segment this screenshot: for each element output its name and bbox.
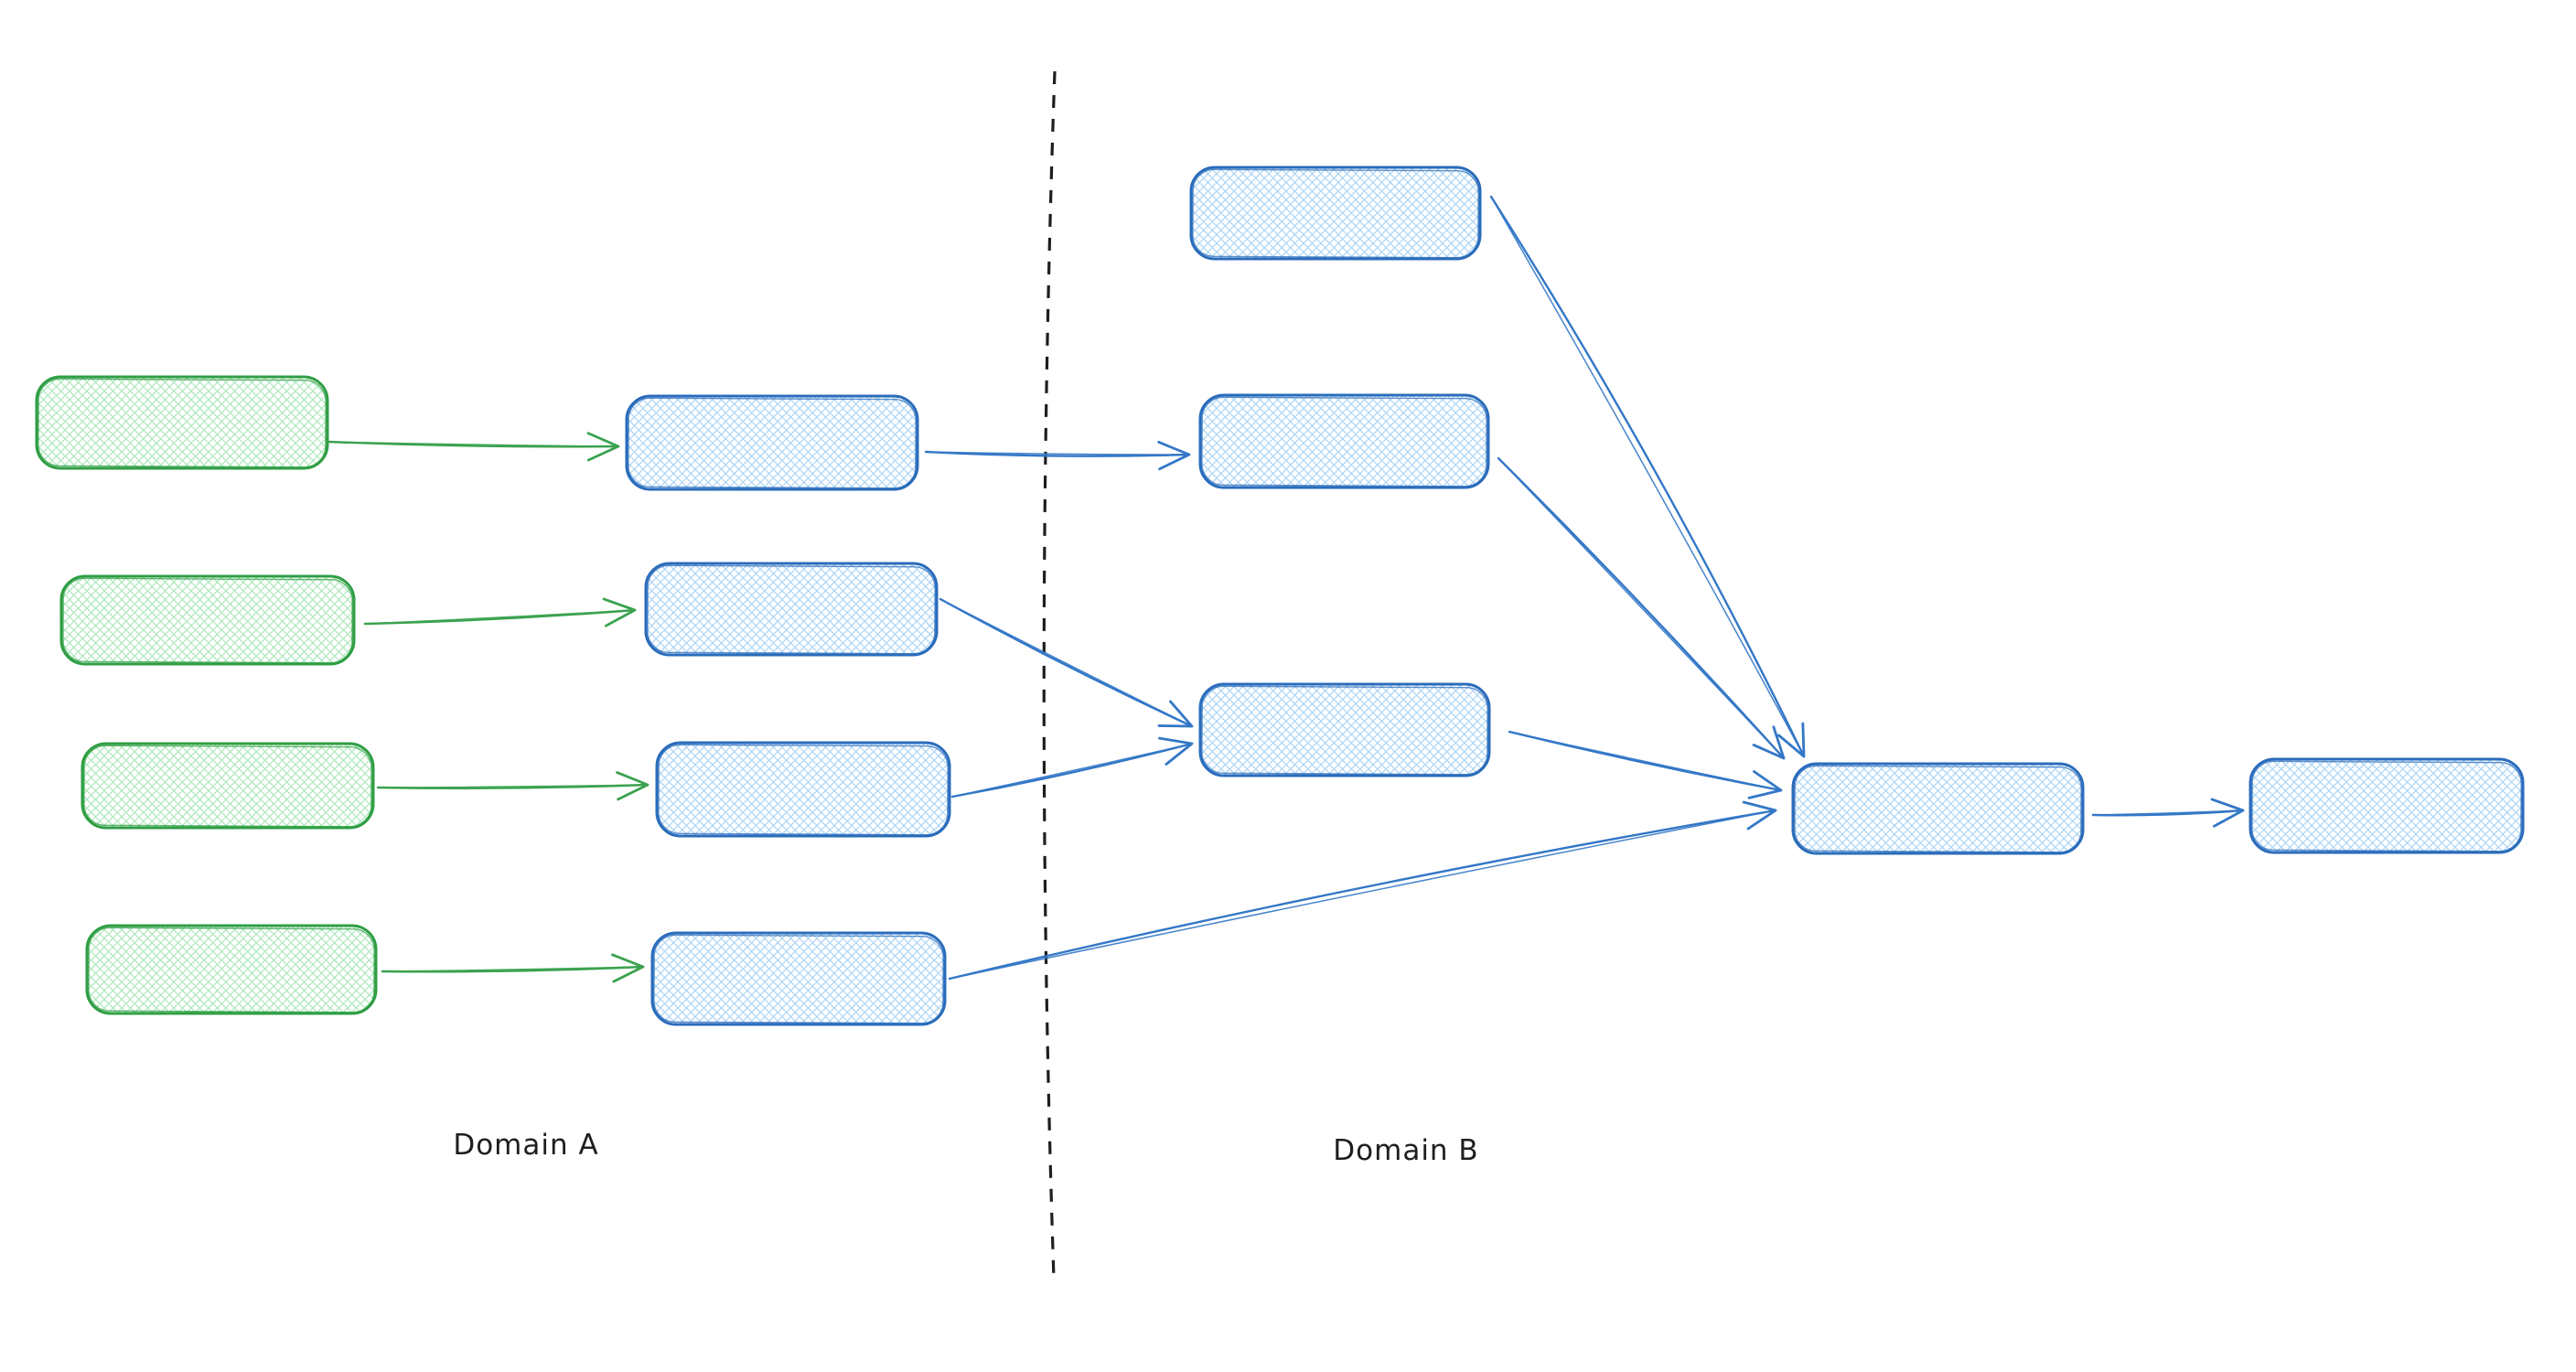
arrow-input2-to-boxa2 (363, 597, 637, 627)
node-domain-b-box-2 (1198, 393, 1490, 489)
node-domain-a-input-1 (35, 375, 329, 470)
node-domain-a-box-1 (625, 394, 919, 491)
node-domain-b-box-3 (1198, 682, 1491, 777)
node-domain-b-output-box (2249, 757, 2525, 854)
arrow-boxb3-to-aggregator (1508, 730, 1783, 799)
arrow-input1-to-boxa1 (327, 432, 620, 462)
node-domain-b-box-1 (1189, 166, 1482, 261)
node-domain-b-aggregator-box (1791, 762, 2085, 855)
node-domain-a-input-3 (80, 742, 375, 830)
arrow-boxb1-to-aggregator (1489, 195, 1806, 758)
arrow-input3-to-boxa3 (376, 771, 649, 801)
domain-b-label: Domain B (1333, 1134, 1479, 1167)
node-domain-a-box-4 (650, 931, 947, 1026)
arrow-boxa3-to-boxb3 (950, 736, 1194, 799)
arrow-boxa2-to-boxb3 (939, 597, 1194, 728)
node-domain-a-box-2 (644, 562, 939, 657)
arrow-aggregator-to-output (2091, 798, 2245, 828)
node-domain-a-box-3 (655, 741, 951, 838)
node-domain-a-input-2 (59, 574, 356, 666)
arrow-input4-to-boxa4 (381, 953, 645, 983)
arrow-boxa4-to-aggregator (948, 800, 1777, 981)
domain-a-label: Domain A (453, 1129, 599, 1162)
node-domain-a-input-4 (85, 924, 378, 1015)
arrow-boxa1-to-boxb2 (924, 440, 1191, 471)
arrow-boxb2-to-aggregator (1497, 456, 1786, 760)
domain-divider-line (1042, 70, 1057, 1280)
